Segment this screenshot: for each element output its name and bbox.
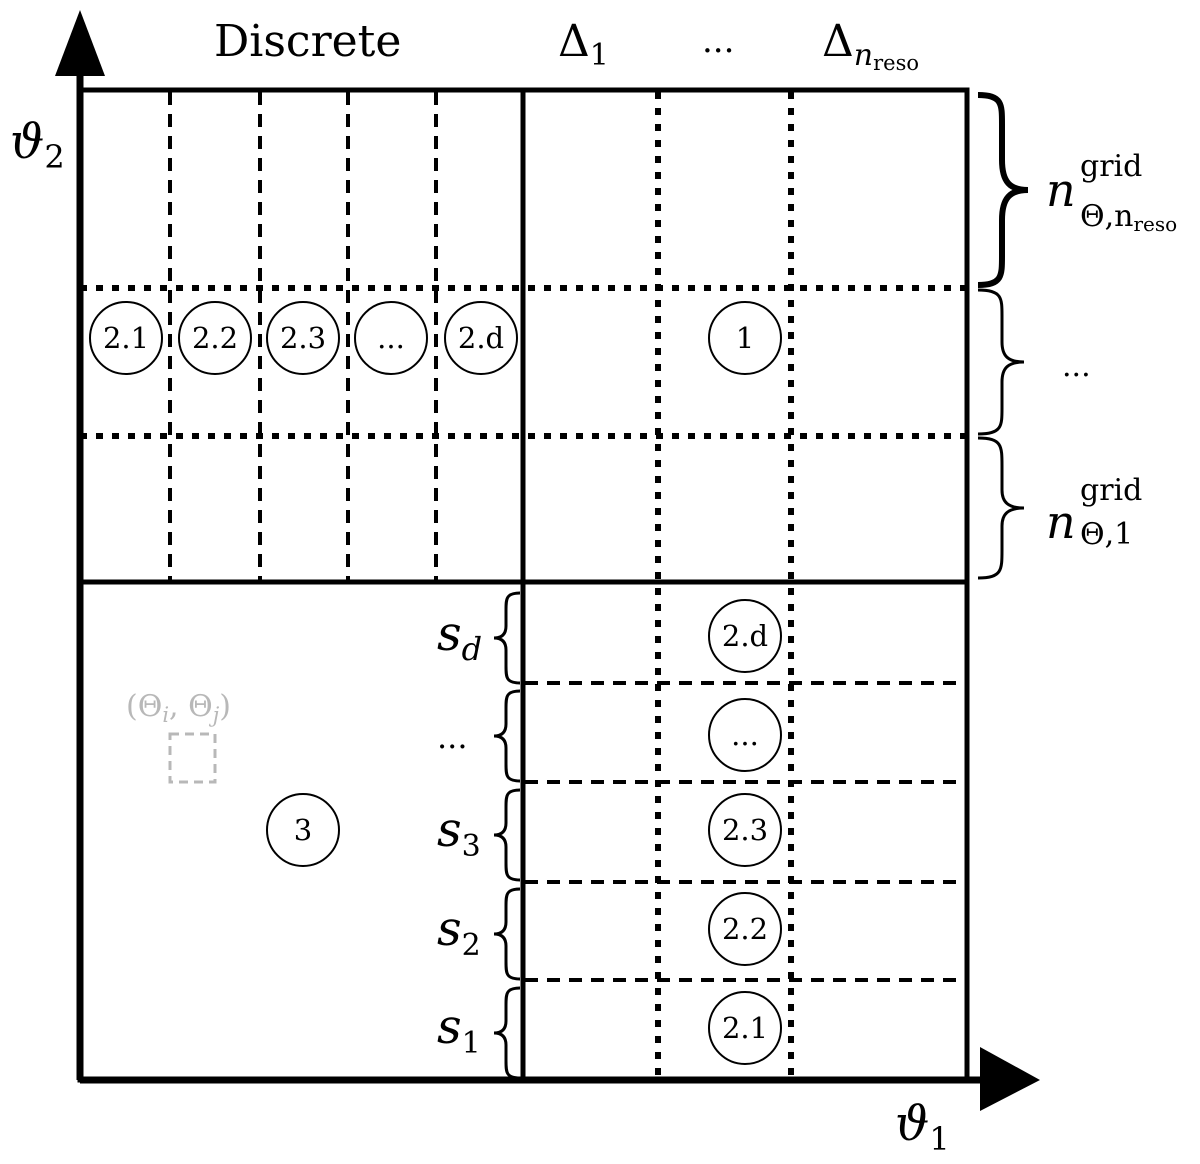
label-delta-n-sub: n (854, 38, 873, 73)
theta-pair-box (168, 732, 217, 784)
circle-top-label: 2.2 (192, 321, 238, 355)
circle-right-2: ... (708, 698, 782, 772)
y-axis-label: ϑ2 (10, 114, 65, 176)
circle-right-5: 2.1 (708, 991, 782, 1065)
label-n-grid-top: n (1046, 163, 1076, 217)
row-labels: sd... s3 s2 s1 (437, 606, 482, 1061)
row-label: s2 (437, 901, 481, 963)
label-discrete: Discrete (214, 16, 401, 67)
label-delta-1-sub: 1 (590, 38, 609, 73)
row-braces (493, 591, 521, 1080)
circle-top-5: 2.d (444, 301, 518, 375)
circles-top-row: 2.1 2.2 2.3... 2.d (89, 301, 518, 375)
circle-right-1: 2.d (708, 599, 782, 673)
circle-top-4: ... (354, 301, 428, 375)
theta-pair-label: (Θi, Θj) (126, 689, 231, 727)
right-brace-bottom (977, 436, 1025, 580)
circle-right-label: 2.d (722, 619, 768, 653)
circle-3-label: 3 (294, 813, 312, 847)
top-dotted-rows (80, 285, 967, 439)
label-n-grid-bottom-sub: Θ,1 (1080, 517, 1133, 552)
label-n-grid-top-sub: Θ,nreso (1080, 199, 1177, 236)
label-right-ellipsis: ... (1062, 349, 1091, 384)
right-dotted-columns (655, 92, 794, 1080)
label-n-grid-top-sup: grid (1080, 149, 1142, 184)
circle-right-label: 2.2 (722, 912, 768, 946)
circle-1: 1 (708, 301, 782, 375)
label-delta-1: Δ1 (558, 16, 609, 73)
top-left-dashed-columns (168, 92, 438, 580)
x-axis-arrowhead (980, 1047, 1040, 1111)
bottom-right-dashed-rows (525, 681, 965, 982)
y-axis-label-sub: 2 (44, 138, 64, 176)
circle-top-label: ... (377, 321, 405, 355)
label-top-ellipsis: ... (702, 21, 734, 61)
row-label: s3 (437, 802, 481, 864)
circle-top-label: 2.d (458, 321, 504, 355)
circle-3: 3 (266, 793, 340, 867)
label-delta-n: Δnreso (822, 16, 919, 75)
right-brace-top (977, 92, 1029, 288)
circle-right-label: ... (731, 718, 759, 752)
circle-right-label: 2.1 (722, 1011, 768, 1045)
label-n-grid-bottom-sup: grid (1080, 473, 1142, 508)
y-axis-arrowhead (55, 10, 105, 76)
circle-top-label: 2.1 (103, 321, 149, 355)
label-n-grid-bottom: n (1046, 495, 1076, 549)
right-brace-middle (977, 288, 1025, 436)
circles-right-column: 2.d... 2.3 2.2 2.1 (708, 599, 782, 1065)
x-axis-label: ϑ1 (895, 1096, 950, 1158)
theta-pair-marker: (Θi, Θj) (126, 689, 231, 784)
circle-1-label: 1 (736, 321, 754, 355)
row-label: ... (437, 718, 468, 756)
row-label: s1 (437, 999, 481, 1061)
label-delta-n-subsub: reso (873, 51, 919, 75)
circle-top-label: 2.3 (280, 321, 326, 355)
circle-right-label: 2.3 (722, 813, 768, 847)
circle-right-3: 2.3 (708, 793, 782, 867)
circle-top-1: 2.1 (89, 301, 163, 375)
circle-top-2: 2.2 (178, 301, 252, 375)
circle-right-4: 2.2 (708, 892, 782, 966)
row-label: sd (437, 606, 482, 668)
circle-top-3: 2.3 (266, 301, 340, 375)
x-axis-label-sub: 1 (929, 1120, 949, 1158)
label-n-grid-top-subsub: reso (1133, 212, 1177, 236)
